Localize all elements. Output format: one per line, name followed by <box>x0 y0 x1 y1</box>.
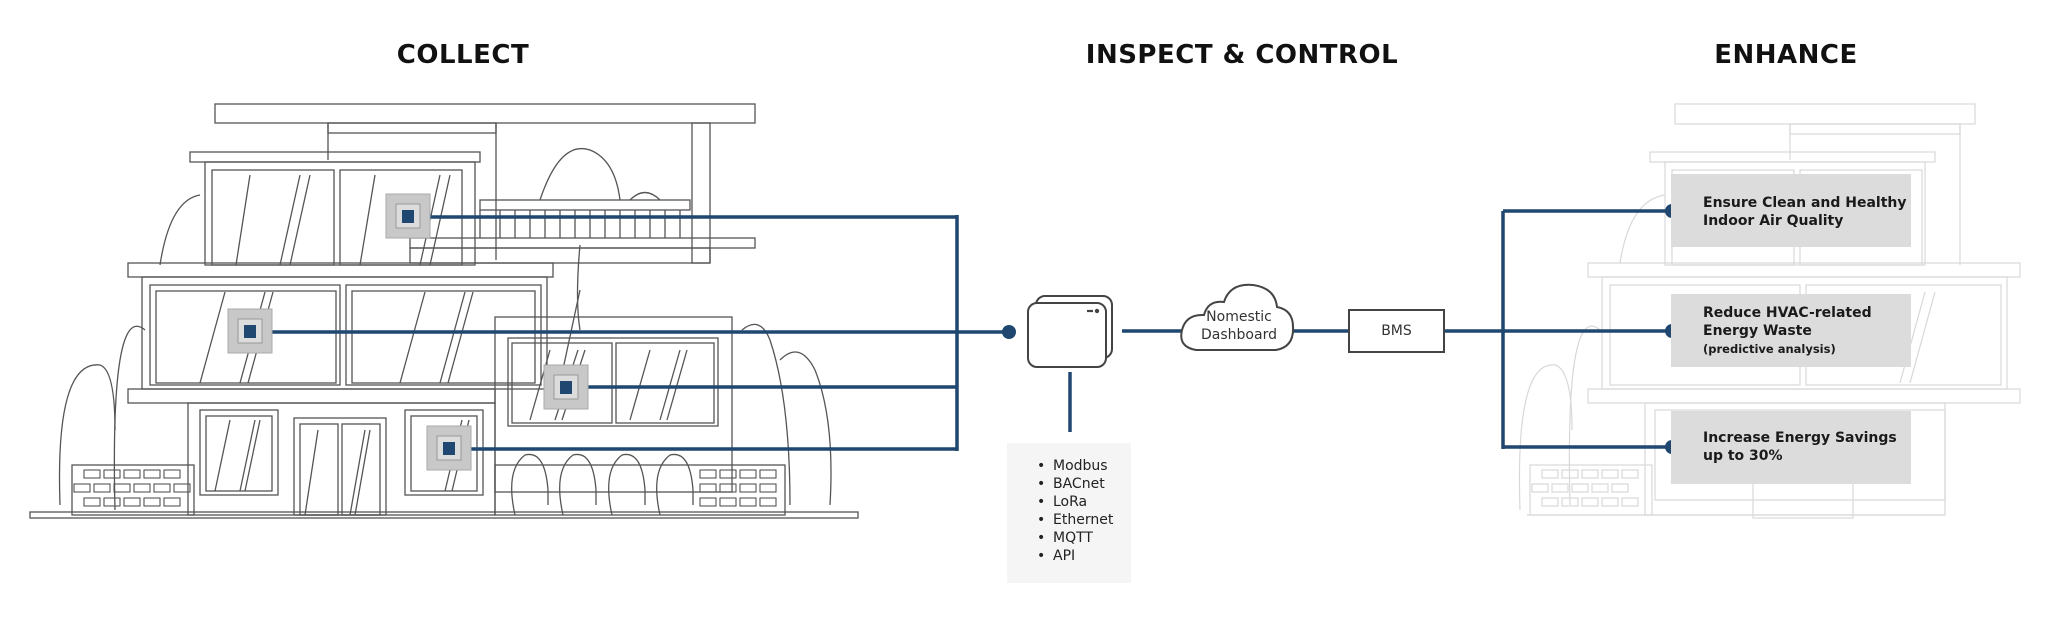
building-illustration <box>29 103 859 519</box>
benefit-title-line1: Increase Energy Savings <box>1703 430 1897 446</box>
benefit-hvac-energy-waste: Reduce HVAC-related Energy Waste (predic… <box>1671 294 1911 367</box>
cloud-label-line2: Dashboard <box>1201 327 1277 343</box>
benefit-title-line2: Energy Waste <box>1703 323 1812 339</box>
heading-collect: COLLECT <box>396 40 530 70</box>
sensor-icon <box>227 308 273 354</box>
brick-pattern <box>73 469 777 507</box>
protocol-item: API <box>1037 547 1131 565</box>
sensor-icon <box>543 364 589 410</box>
connector-lines <box>270 209 1672 451</box>
benefit-title-line1: Ensure Clean and Healthy <box>1703 195 1907 211</box>
cloud-label-line1: Nomestic <box>1206 309 1272 325</box>
protocol-item: Modbus <box>1037 457 1131 475</box>
protocol-item: Ethernet <box>1037 511 1131 529</box>
gateway-device-icon <box>1027 295 1113 368</box>
cloud-icon <box>1180 283 1295 351</box>
sensor-icon <box>426 425 472 471</box>
benefit-air-quality: Ensure Clean and Healthy Indoor Air Qual… <box>1671 174 1911 247</box>
connector-dot-gateway <box>1002 325 1016 339</box>
bms-label: BMS <box>1381 323 1412 339</box>
protocol-list-panel: Modbus BACnet LoRa Ethernet MQTT API <box>1007 443 1131 583</box>
bms-box <box>1348 309 1445 353</box>
benefit-title-line2: up to 30% <box>1703 448 1783 464</box>
benefit-title-line1: Reduce HVAC-related <box>1703 305 1872 321</box>
protocol-item: MQTT <box>1037 529 1131 547</box>
building-illustration-faded <box>1518 103 2021 519</box>
heading-inspect-control: INSPECT & CONTROL <box>1085 40 1399 70</box>
benefit-energy-savings: Increase Energy Savings up to 30% <box>1671 411 1911 484</box>
sensor-icon <box>385 193 431 239</box>
protocol-item: LoRa <box>1037 493 1131 511</box>
cloud-label: Nomestic Dashboard <box>1197 308 1281 344</box>
protocol-item: BACnet <box>1037 475 1131 493</box>
heading-enhance: ENHANCE <box>1714 40 1858 70</box>
benefit-subtitle: (predictive analysis) <box>1703 342 1836 356</box>
protocol-list: Modbus BACnet LoRa Ethernet MQTT API <box>1007 457 1131 565</box>
benefit-title-line2: Indoor Air Quality <box>1703 213 1844 229</box>
